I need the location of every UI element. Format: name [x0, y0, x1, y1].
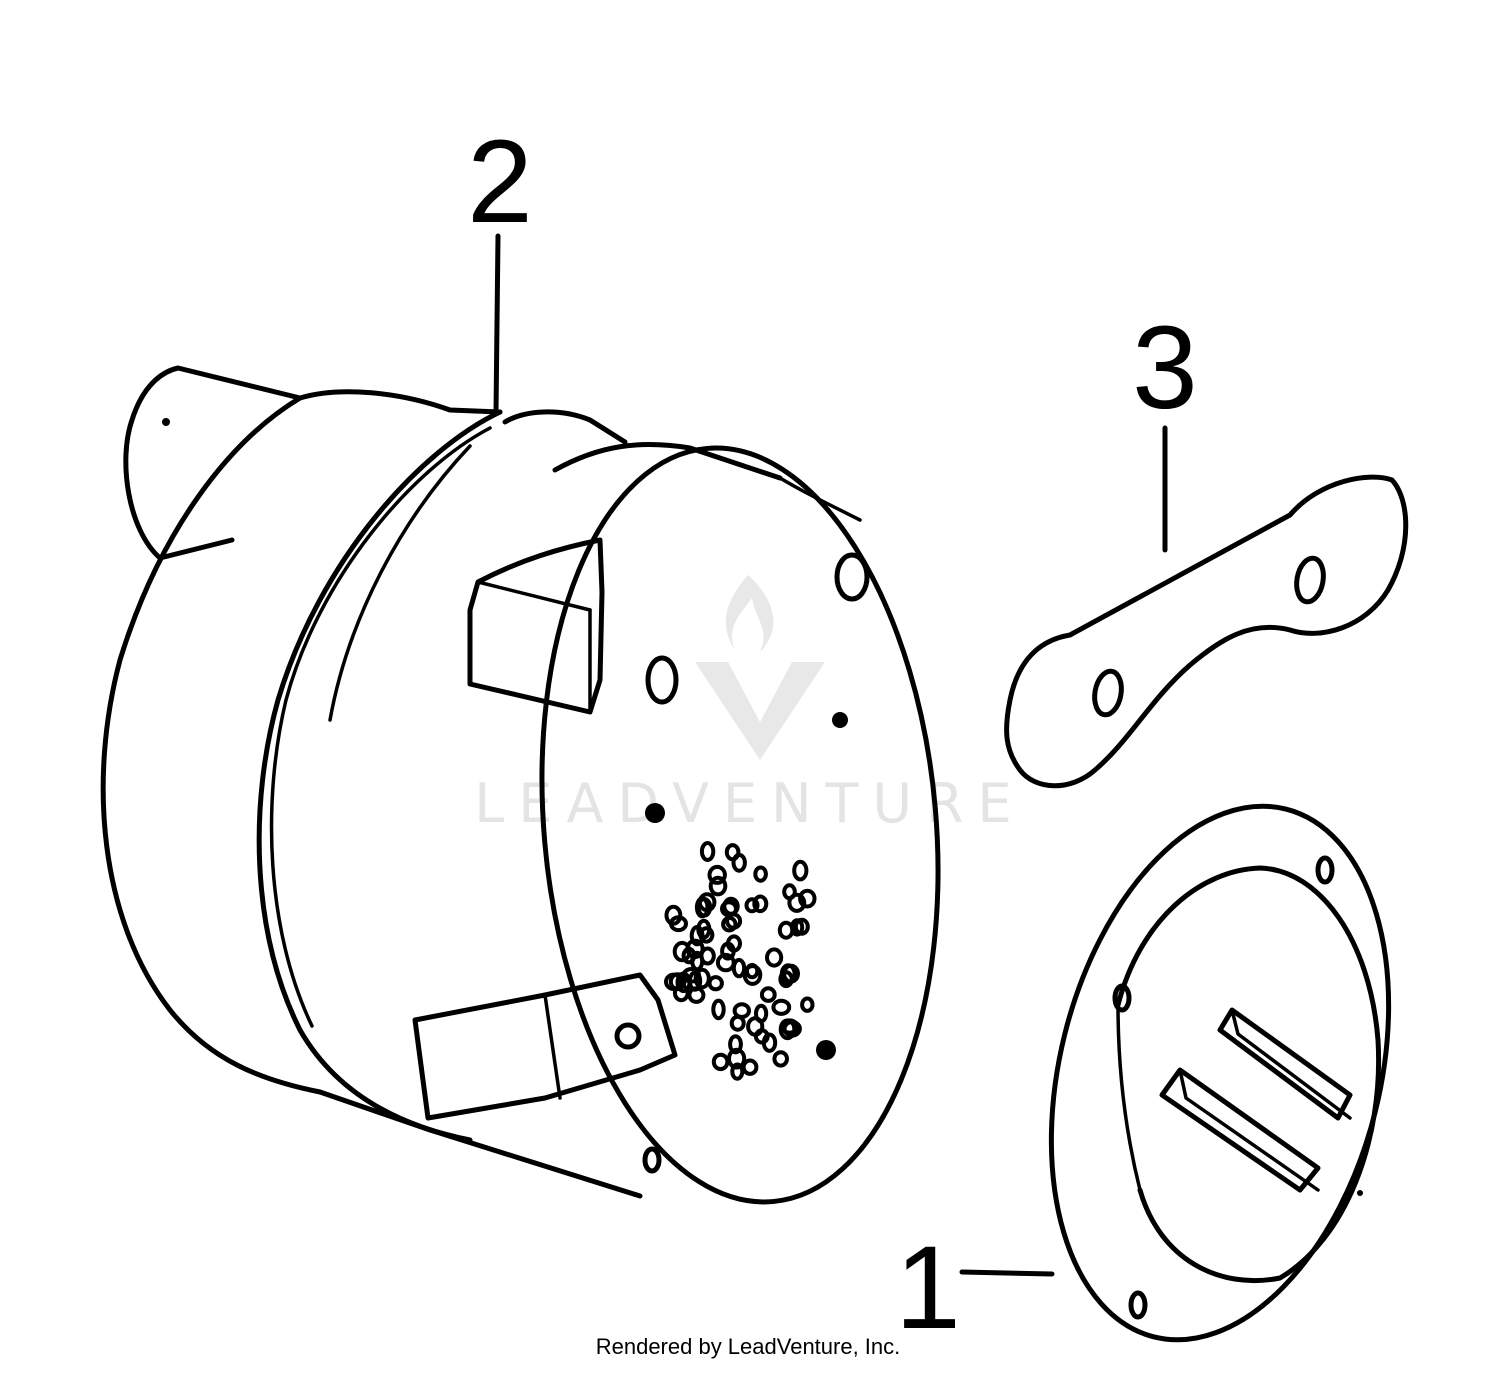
perforation-hole — [753, 865, 768, 883]
perforation-hole — [730, 1062, 745, 1081]
callout-label-1: 1 — [895, 1222, 961, 1354]
perforation-hole — [754, 1003, 769, 1024]
perforation-hole — [721, 915, 738, 933]
perforation-hole — [798, 888, 817, 909]
perforation-hole — [792, 859, 809, 882]
part-3-mounting-plate — [1004, 474, 1409, 789]
perforation-hole — [728, 1034, 743, 1055]
perforation-hole — [793, 917, 810, 936]
flame-logo-icon — [695, 575, 825, 760]
perforation-hole — [727, 1047, 747, 1070]
perforation-hole — [689, 925, 705, 947]
perforation-hole — [708, 875, 728, 897]
perforation-hole — [711, 1052, 730, 1072]
leadventure-watermark: LEADVENTURE — [474, 575, 1025, 835]
perforation-pattern — [664, 841, 817, 1081]
part-1-cover — [1048, 803, 1392, 1343]
perforation-hole — [720, 941, 736, 961]
perforation-hole — [752, 894, 769, 914]
perforation-hole — [707, 975, 724, 992]
perforation-hole — [731, 957, 747, 979]
perforation-hole — [778, 1018, 797, 1041]
perforation-hole — [800, 996, 815, 1013]
perforation-hole — [744, 897, 760, 914]
perforation-hole — [699, 841, 716, 862]
perforation-hole — [759, 986, 777, 1003]
part-2-air-cleaner-body — [100, 365, 941, 1205]
watermark-text: LEADVENTURE — [474, 772, 1025, 835]
perforation-hole — [699, 946, 716, 966]
perforation-hole — [731, 852, 747, 873]
perforation-hole — [761, 1032, 778, 1053]
callout-label-3: 3 — [1132, 302, 1198, 434]
perforation-hole — [729, 1014, 746, 1032]
perforation-hole — [698, 926, 715, 944]
leader-line-1 — [959, 1269, 1055, 1277]
perforation-hole — [664, 904, 683, 926]
perforation-hole — [681, 967, 701, 984]
perforation-hole — [744, 963, 760, 980]
perforation-hole — [765, 947, 784, 968]
callout-3: 3 — [1132, 302, 1198, 553]
perforation-hole — [720, 900, 738, 918]
perforation-hole — [779, 963, 797, 986]
leader-line-2 — [493, 233, 501, 415]
callout-label-2: 2 — [467, 116, 533, 248]
perforation-hole — [741, 1058, 759, 1076]
credit-line: Rendered by LeadVenture, Inc. — [596, 1334, 901, 1359]
perforation-hole — [771, 998, 792, 1016]
perforation-hole — [664, 972, 684, 991]
callout-2: 2 — [467, 116, 533, 415]
perforation-hole — [787, 892, 807, 913]
callout-1: 1 — [895, 1222, 1055, 1354]
perforation-hole — [711, 998, 726, 1021]
perforation-hole — [772, 1050, 790, 1068]
perforation-hole — [707, 864, 727, 885]
perforation-hole — [694, 896, 710, 919]
